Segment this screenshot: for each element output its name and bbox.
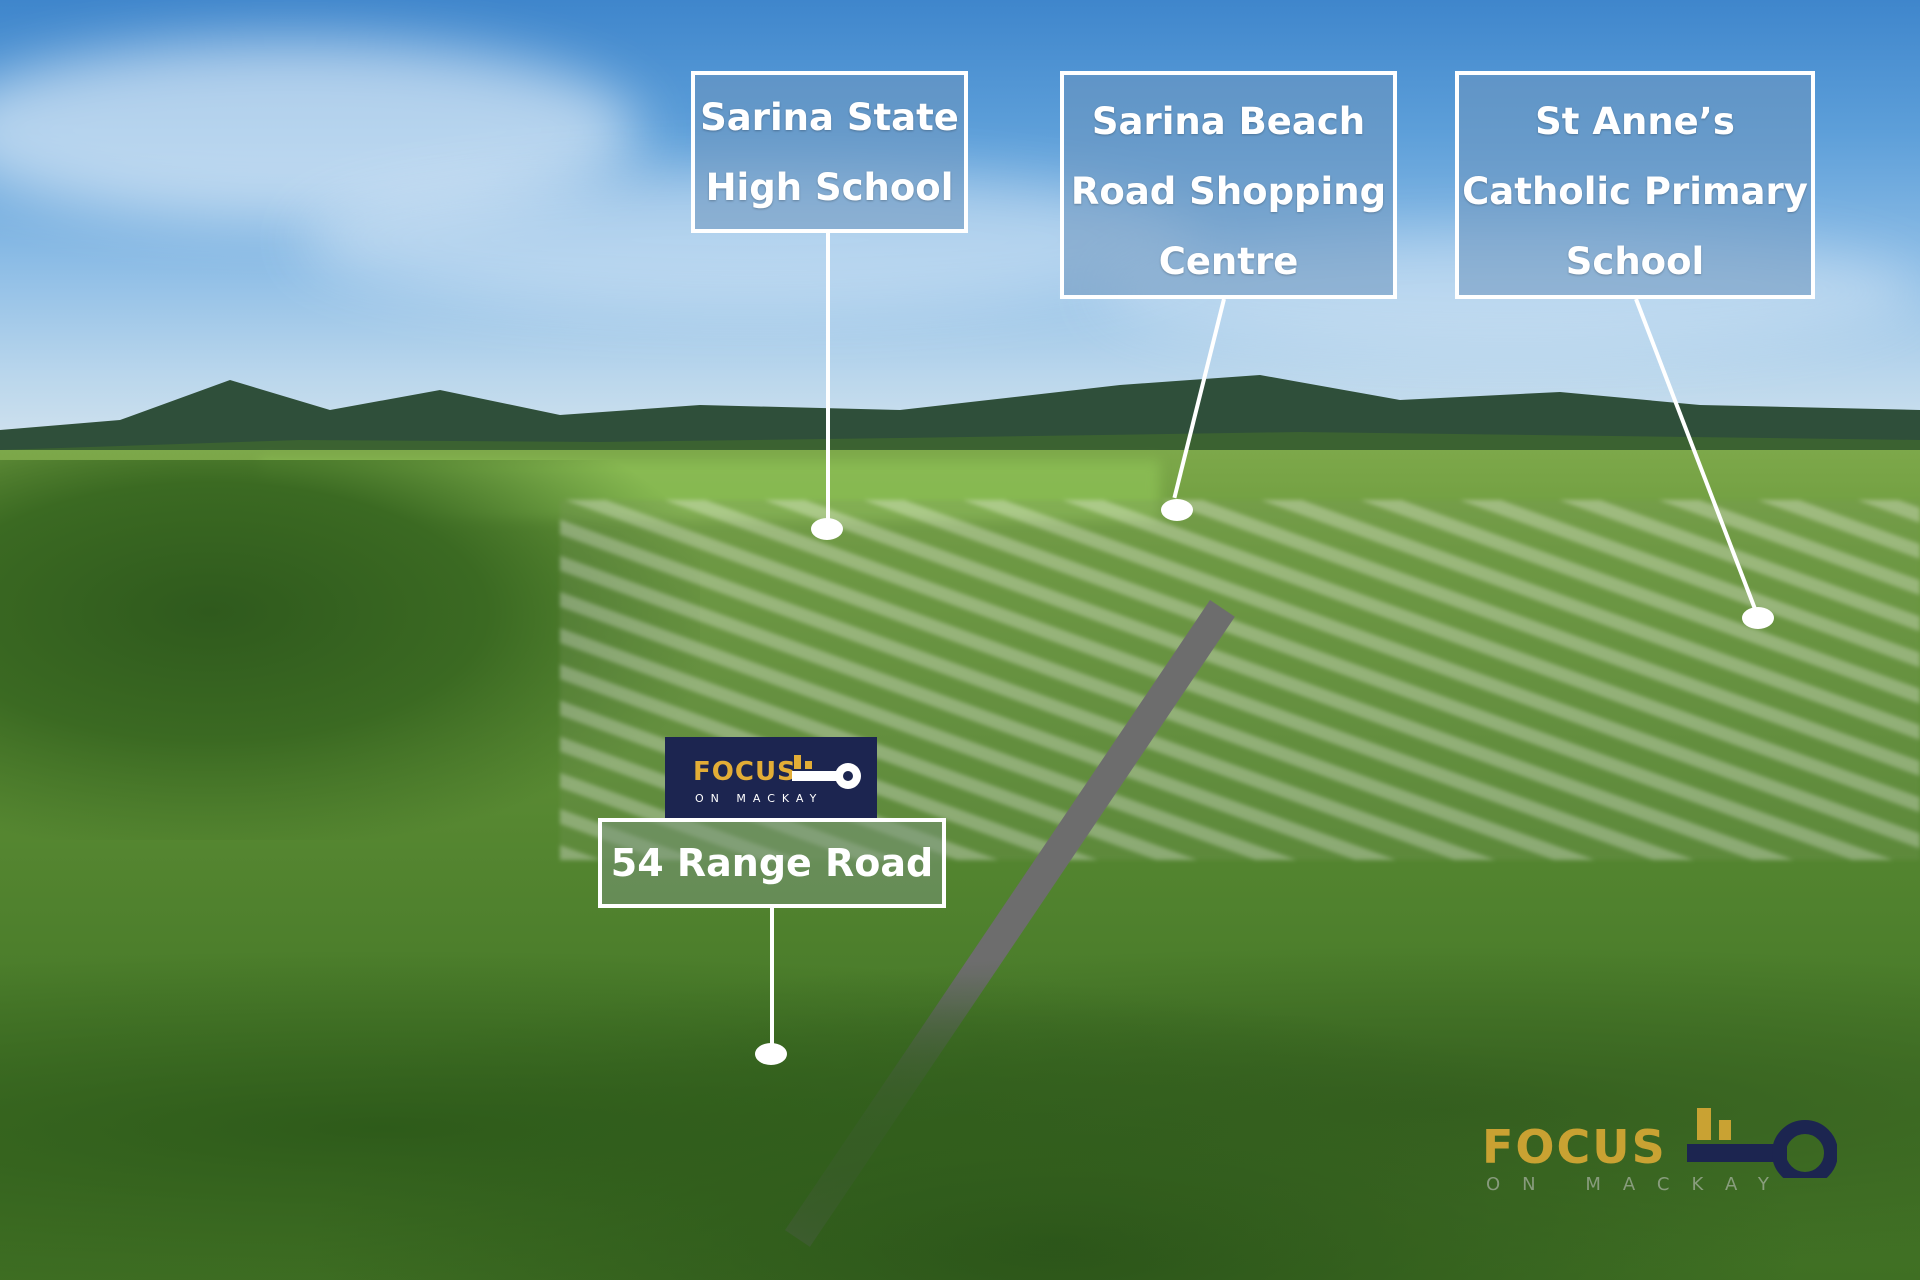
callout-high-school: Sarina State High School [691, 71, 968, 233]
watermark-subtitle: ON MACKAY [1486, 1174, 1791, 1195]
callout-line: School [1565, 240, 1705, 283]
property-address-label: 54 Range Road [598, 818, 946, 908]
leader-line [770, 908, 774, 1050]
location-pin [755, 1043, 787, 1065]
logo-title: FOCUS [693, 757, 797, 787]
callout-line: Centre [1158, 240, 1299, 283]
trees [0, 900, 1920, 1280]
callout-line: Sarina State [700, 96, 959, 139]
callout-line: Sarina Beach [1091, 100, 1366, 143]
brand-logo: FOCUS ON MACKAY [665, 737, 877, 819]
logo-subtitle: ON MACKAY [695, 792, 824, 805]
watermark-logo: FOCUS ON MACKAY [1482, 1108, 1862, 1208]
callout-shopping-centre: Sarina Beach Road Shopping Centre [1060, 71, 1397, 299]
watermark-title: FOCUS [1482, 1120, 1667, 1174]
key-icon [792, 755, 861, 789]
forest [0, 460, 700, 840]
callout-line: Road Shopping [1070, 170, 1387, 213]
callout-line: Catholic Primary [1462, 170, 1808, 213]
location-pin [1742, 607, 1774, 629]
location-pin [811, 518, 843, 540]
location-pin [1161, 499, 1193, 521]
cloud [0, 40, 640, 220]
leader-line [826, 233, 830, 523]
callout-line: St Anne’s [1535, 100, 1735, 143]
key-icon [1687, 1108, 1837, 1178]
callout-st-annes-school: St Anne’s Catholic Primary School [1455, 71, 1815, 299]
callout-line: High School [705, 166, 954, 209]
